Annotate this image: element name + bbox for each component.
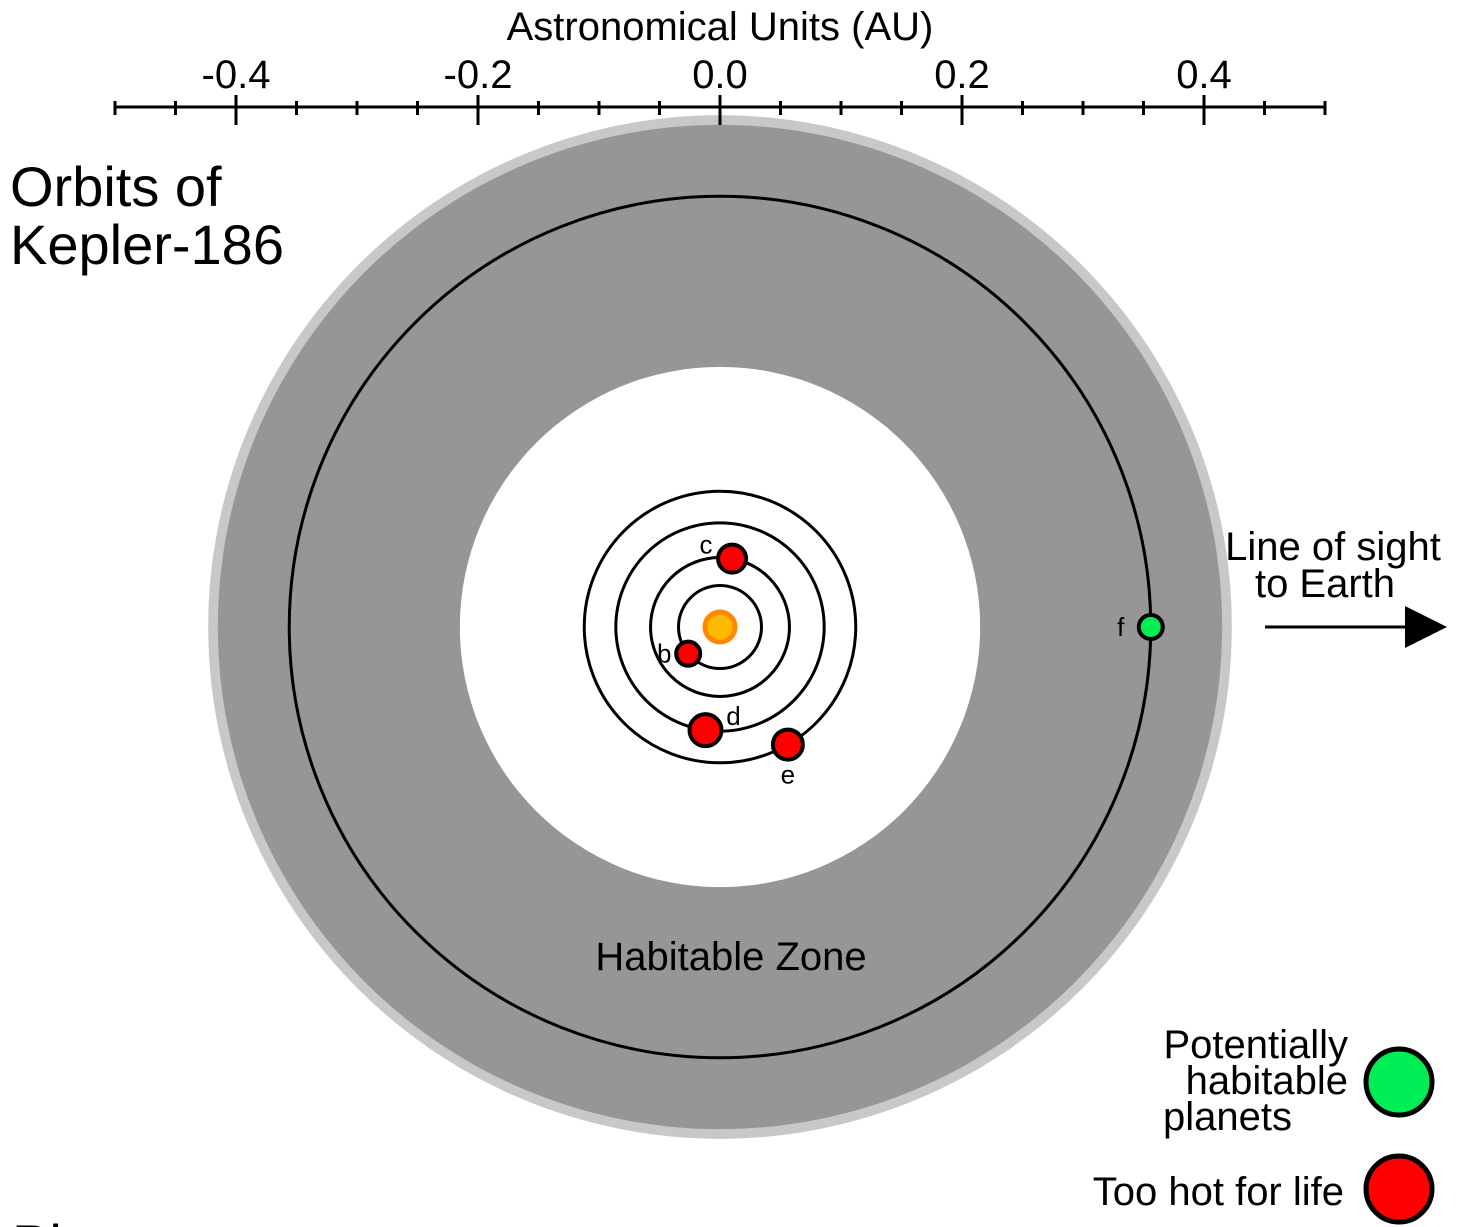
planet-d [687, 712, 724, 749]
x-axis-tick-label: 0.4 [1176, 53, 1232, 97]
legend-too-hot-label: Too hot for life [1093, 1170, 1344, 1214]
x-axis-tick-label: -0.4 [202, 53, 271, 97]
star-icon [702, 609, 738, 645]
planet-c [716, 542, 749, 575]
planet-f [1136, 613, 1165, 641]
planet-b [674, 639, 703, 668]
legend-too-hot-swatch [1363, 1153, 1435, 1225]
planet-label-b: b [657, 639, 671, 669]
planet-label-f: f [1117, 612, 1125, 642]
line-of-sight-label-line2: to Earth [1255, 562, 1395, 606]
planet-label-d: d [726, 701, 740, 731]
orbit-b [676, 583, 764, 671]
line-of-sight-label-line1: Line of sight [1225, 525, 1441, 569]
habitable-zone-label: Habitable Zone [595, 935, 866, 979]
orbit-e [582, 489, 858, 765]
x-axis-tick-label: -0.2 [444, 53, 513, 97]
legend-habitable-label-line3: planets [1163, 1095, 1292, 1139]
planet-label-c: c [700, 530, 713, 560]
x-axis-ticks: -0.4 -0.2 0.0 0.2 0.4 [113, 53, 1327, 125]
x-axis: -0.4 -0.2 0.0 0.2 0.4 [113, 53, 1327, 125]
diagram-title-line2: Kepler-186 [10, 213, 284, 276]
line-of-sight-arrow-icon [1405, 606, 1447, 648]
footer-partial-text: Planets [12, 1213, 199, 1227]
star [702, 609, 738, 645]
x-axis-title: Astronomical Units (AU) [507, 5, 934, 49]
x-axis-tick-label: 0.0 [692, 53, 748, 97]
legend: Potentially habitable planets Too hot fo… [1093, 1023, 1435, 1225]
legend-habitable-label-line2: habitable [1186, 1059, 1348, 1103]
planet-label-e: e [781, 760, 795, 790]
legend-habitable-label-line1: Potentially [1163, 1023, 1348, 1067]
x-axis-tick-label: 0.2 [934, 53, 990, 97]
diagram-title-line1: Orbits of [10, 155, 222, 218]
planets-group: b c d e f [657, 530, 1165, 790]
legend-habitable-swatch [1363, 1046, 1435, 1118]
planet-e [770, 727, 805, 762]
